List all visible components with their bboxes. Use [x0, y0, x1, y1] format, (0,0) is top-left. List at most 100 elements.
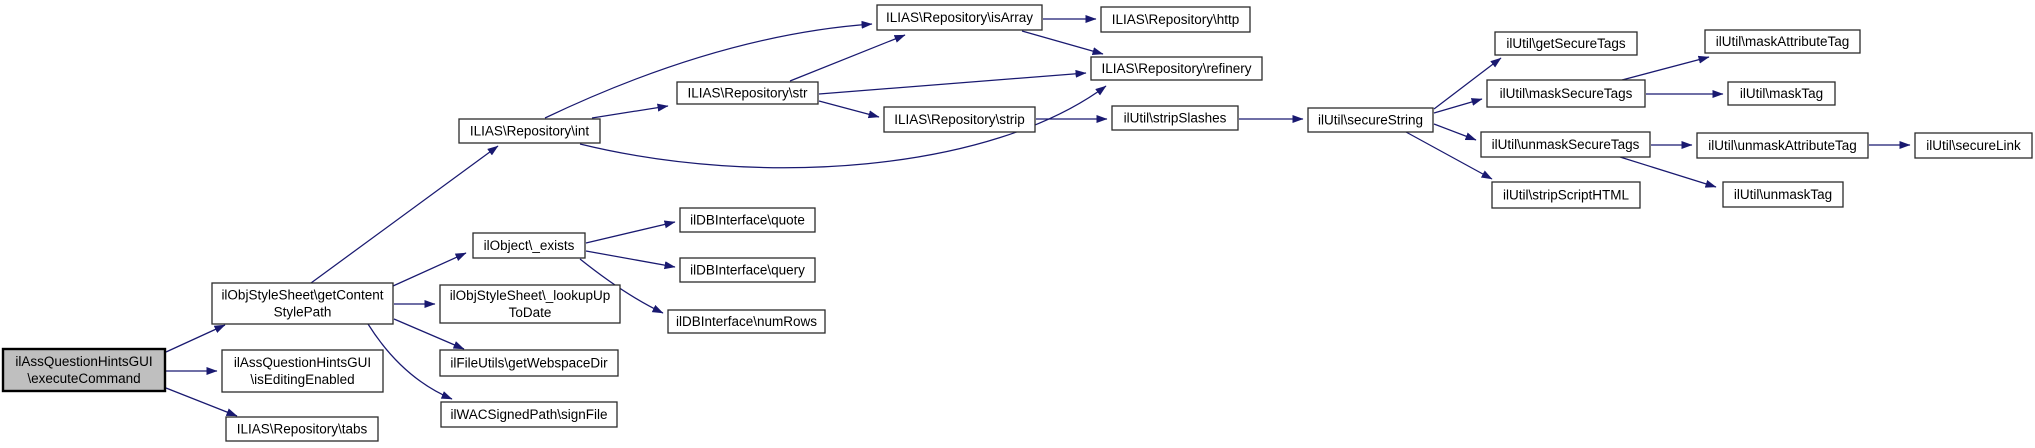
node-label-stripScriptHTML: ilUtil\stripScriptHTML	[1503, 188, 1630, 203]
node-box-maskAttributeTag[interactable]	[1704, 29, 1861, 54]
node-box-getWebspaceDir[interactable]	[439, 349, 619, 377]
node-label-getContentStylePath-line2: StylePath	[274, 305, 332, 320]
node-box-isArray[interactable]	[876, 4, 1043, 31]
node-maskAttributeTag[interactable]: ilUtil\maskAttributeTag	[1704, 29, 1861, 54]
node-box-secureLink[interactable]	[1914, 132, 2033, 159]
edge-str-to-isArray	[789, 34, 906, 82]
node-label-isEditingEnabled-line2: \isEditingEnabled	[250, 372, 354, 387]
edge-getContentStylePath-to-signFile	[367, 323, 453, 400]
node-label-secureLink: ilUtil\secureLink	[1926, 138, 2021, 153]
node-box-unmaskSecureTags[interactable]	[1480, 131, 1651, 158]
node-http[interactable]: ILIAS\Repository\http	[1100, 6, 1251, 33]
node-label-strip: ILIAS\Repository\strip	[894, 112, 1025, 127]
node-box-maskSecureTags[interactable]	[1486, 79, 1646, 108]
node-unmaskSecureTags[interactable]: ilUtil\unmaskSecureTags	[1480, 131, 1651, 158]
node-unmaskAttributeTag[interactable]: ilUtil\unmaskAttributeTag	[1696, 132, 1869, 159]
node-label-str: ILIAS\Repository\str	[687, 86, 808, 101]
edge-executeCommand-to-getContentStylePath	[165, 324, 226, 353]
node-unmaskTag[interactable]: ilUtil\unmaskTag	[1722, 181, 1844, 208]
node-str[interactable]: ILIAS\Repository\str	[676, 81, 819, 105]
node-numRows[interactable]: ilDBInterface\numRows	[667, 309, 826, 334]
edge-maskSecureTags-to-maskAttributeTag	[1621, 55, 1710, 81]
node-label-lookupUpToDate-line2: ToDate	[509, 305, 552, 320]
node-label-query: ilDBInterface\query	[690, 263, 805, 278]
edge-isArray-to-refinery	[1021, 30, 1104, 55]
node-tabs[interactable]: ILIAS\Repository\tabs	[225, 416, 379, 442]
edge-getContentStylePath-to-exists	[392, 252, 467, 287]
node-int[interactable]: ILIAS\Repository\int	[458, 118, 601, 144]
node-isEditingEnabled[interactable]: ilAssQuestionHintsGUI \isEditingEnabled	[221, 349, 384, 393]
node-exists[interactable]: ilObject\_exists	[472, 232, 586, 259]
node-secureString[interactable]: ilUtil\secureString	[1307, 107, 1434, 133]
node-query[interactable]: ilDBInterface\query	[679, 257, 816, 283]
node-label-unmaskTag: ilUtil\unmaskTag	[1734, 187, 1832, 202]
edge-int-to-refinery	[579, 85, 1107, 169]
edge-executeCommand-to-tabs	[165, 387, 238, 417]
node-box-secureString[interactable]	[1307, 107, 1434, 133]
node-maskSecureTags[interactable]: ilUtil\maskSecureTags	[1486, 79, 1646, 108]
node-box-quote[interactable]	[679, 207, 816, 233]
node-signFile[interactable]: ilWACSignedPath\signFile	[440, 401, 618, 428]
node-stripScriptHTML[interactable]: ilUtil\stripScriptHTML	[1491, 181, 1641, 209]
node-label-getWebspaceDir: ilFileUtils\getWebspaceDir	[450, 356, 608, 371]
node-box-unmaskTag[interactable]	[1722, 181, 1844, 208]
node-box-str[interactable]	[676, 81, 819, 105]
node-box-http[interactable]	[1100, 6, 1251, 33]
edge-unmaskSecureTags-to-unmaskTag	[1619, 156, 1717, 188]
node-box-isEditingEnabled[interactable]	[221, 349, 384, 393]
node-box-stripSlashes[interactable]	[1111, 105, 1239, 131]
node-label-int: ILIAS\Repository\int	[470, 124, 590, 139]
node-box-getContentStylePath[interactable]	[211, 282, 394, 325]
node-label-executeCommand-line2: \executeCommand	[27, 371, 140, 386]
node-label-maskAttributeTag: ilUtil\maskAttributeTag	[1716, 34, 1850, 49]
node-box-unmaskAttributeTag[interactable]	[1696, 132, 1869, 159]
node-label-unmaskSecureTags: ilUtil\unmaskSecureTags	[1492, 137, 1640, 152]
node-box-numRows[interactable]	[667, 309, 826, 334]
node-label-isEditingEnabled-line1: ilAssQuestionHintsGUI	[234, 355, 371, 370]
edge-secureString-to-maskSecureTags	[1433, 98, 1483, 114]
edge-exists-to-numRows	[579, 258, 664, 314]
edge-secureString-to-getSecureTags	[1433, 57, 1502, 110]
edge-secureString-to-unmaskSecureTags	[1433, 123, 1477, 141]
node-box-exists[interactable]	[472, 232, 586, 259]
node-stripSlashes[interactable]: ilUtil\stripSlashes	[1111, 105, 1239, 131]
node-label-secureString: ilUtil\secureString	[1318, 113, 1423, 128]
node-label-lookupUpToDate-line1: ilObjStyleSheet\_lookupUp	[450, 288, 611, 303]
node-executeCommand[interactable]: ilAssQuestionHintsGUI \executeCommand	[1, 347, 167, 393]
node-label-tabs: ILIAS\Repository\tabs	[237, 422, 368, 437]
edge-exists-to-quote	[585, 220, 676, 244]
edge-secureString-to-stripScriptHTML	[1405, 131, 1493, 180]
node-label-getSecureTags: ilUtil\getSecureTags	[1506, 36, 1626, 51]
node-label-maskTag: ilUtil\maskTag	[1740, 86, 1823, 101]
node-box-signFile[interactable]	[440, 401, 618, 428]
node-maskTag[interactable]: ilUtil\maskTag	[1727, 81, 1836, 106]
node-label-signFile: ilWACSignedPath\signFile	[450, 407, 607, 422]
edge-str-to-strip	[818, 100, 880, 119]
node-label-executeCommand-line1: ilAssQuestionHintsGUI	[15, 354, 152, 369]
node-label-getContentStylePath-line1: ilObjStyleSheet\getContent	[221, 288, 383, 303]
node-box-int[interactable]	[458, 118, 601, 144]
node-box-maskTag[interactable]	[1727, 81, 1836, 106]
node-box-strip[interactable]	[883, 106, 1036, 133]
node-box-getSecureTags[interactable]	[1494, 31, 1638, 56]
node-getSecureTags[interactable]: ilUtil\getSecureTags	[1494, 31, 1638, 56]
node-box-refinery[interactable]	[1090, 56, 1263, 81]
node-strip[interactable]: ILIAS\Repository\strip	[883, 106, 1036, 133]
node-box-tabs[interactable]	[225, 416, 379, 442]
node-refinery[interactable]: ILIAS\Repository\refinery	[1090, 56, 1263, 81]
node-getWebspaceDir[interactable]: ilFileUtils\getWebspaceDir	[439, 349, 619, 377]
node-box-stripScriptHTML[interactable]	[1491, 181, 1641, 209]
node-box-lookupUpToDate[interactable]	[439, 284, 621, 324]
node-box-executeCommand[interactable]	[1, 347, 167, 393]
node-secureLink[interactable]: ilUtil\secureLink	[1914, 132, 2033, 159]
node-box-query[interactable]	[679, 257, 816, 283]
edge-getContentStylePath-to-getWebspaceDir	[393, 318, 465, 350]
node-isArray[interactable]: ILIAS\Repository\isArray	[876, 4, 1043, 31]
node-quote[interactable]: ilDBInterface\quote	[679, 207, 816, 233]
node-label-isArray: ILIAS\Repository\isArray	[886, 10, 1033, 25]
edge-int-to-isArray	[544, 20, 873, 119]
